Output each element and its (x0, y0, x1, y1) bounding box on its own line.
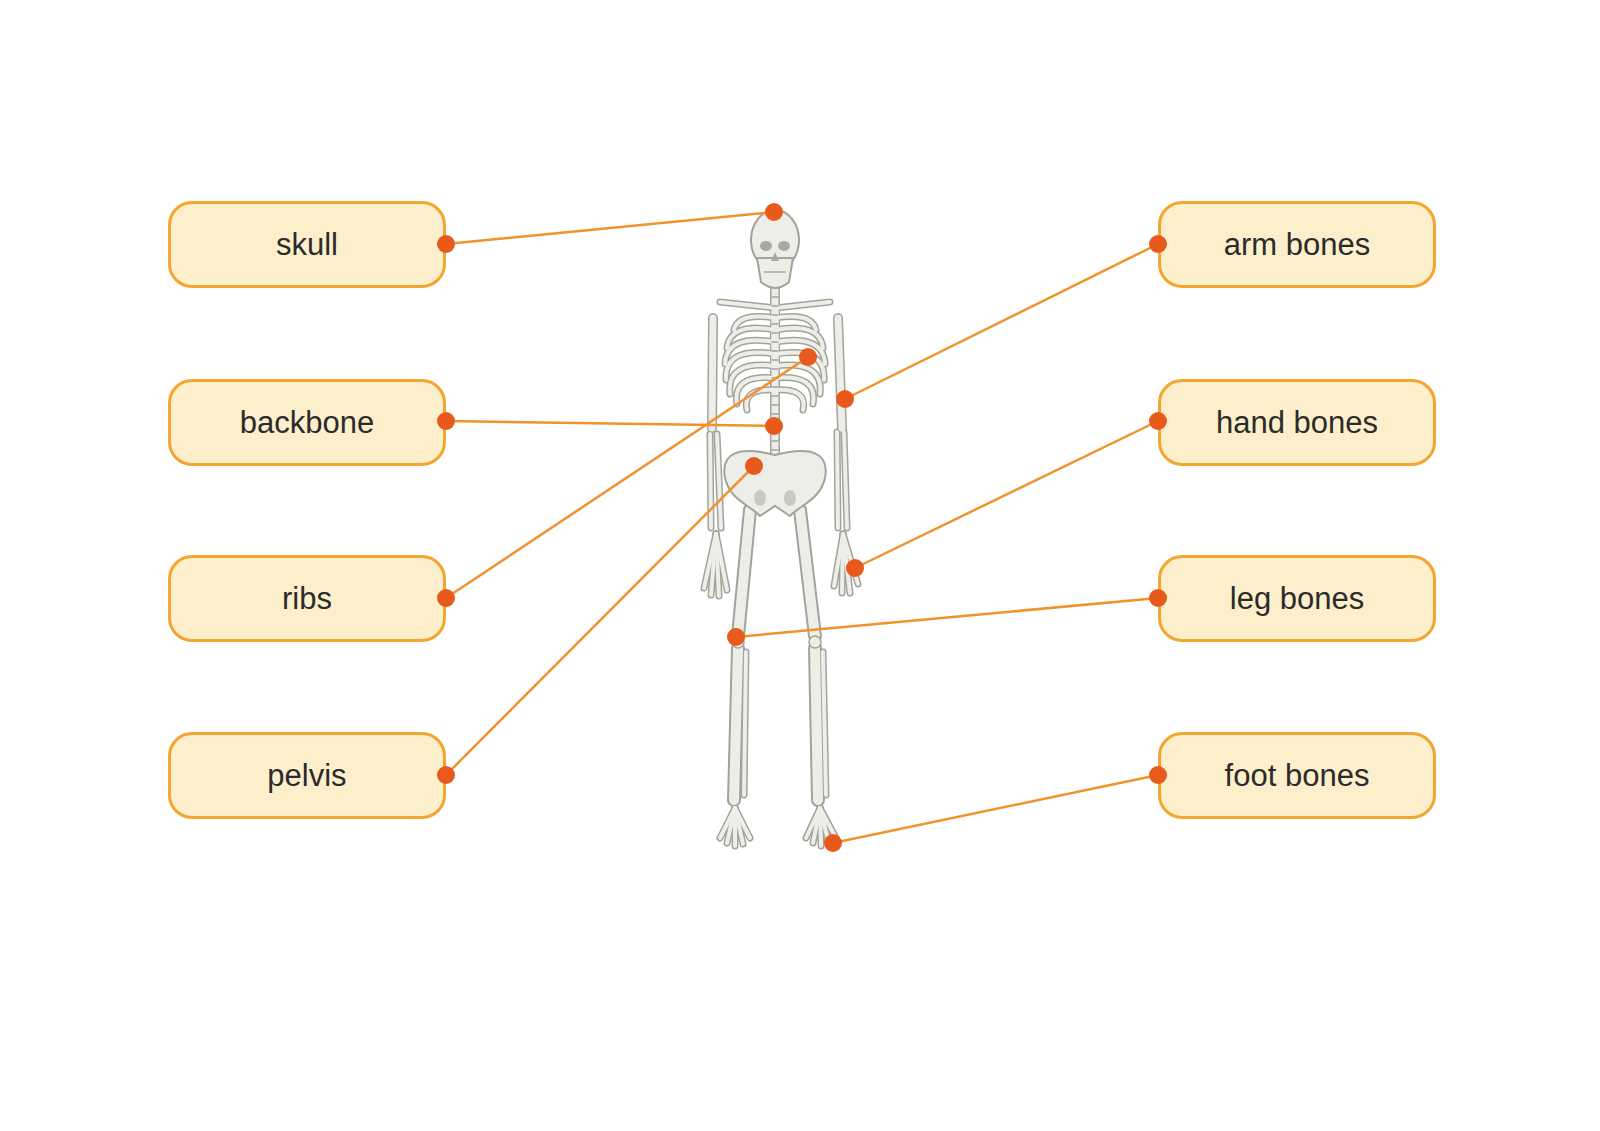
leader-line (446, 421, 774, 426)
leader-line (833, 775, 1158, 843)
box-edge-dot (1149, 766, 1167, 784)
part-name: skull (276, 226, 338, 263)
leader-line (446, 357, 808, 598)
bone-fills (704, 290, 858, 846)
target-dot (745, 457, 763, 475)
bone-outlines (704, 290, 858, 846)
target-dot (727, 628, 745, 646)
kneecap (732, 636, 744, 648)
teeth-line (764, 271, 786, 273)
label-box: hand bones (1158, 379, 1436, 466)
label-box: leg bones (1158, 555, 1436, 642)
target-dot (846, 559, 864, 577)
target-dot (765, 417, 783, 435)
label-box: arm bones (1158, 201, 1436, 288)
leader-line (736, 598, 1158, 637)
eye-socket (778, 241, 790, 251)
box-edge-dot (437, 235, 455, 253)
part-name: ribs (282, 580, 332, 617)
pelvis-hole (784, 490, 796, 506)
eye-socket (760, 241, 772, 251)
label-box: skull (168, 201, 446, 288)
leader-line (446, 466, 754, 775)
label-box: pelvis (168, 732, 446, 819)
target-dot (824, 834, 842, 852)
label-box: foot bones (1158, 732, 1436, 819)
edge-dot-group (437, 235, 1167, 784)
pelvis-hole (754, 490, 766, 506)
leader-line (446, 212, 774, 244)
nose-hole (771, 252, 779, 261)
box-edge-dot (1149, 412, 1167, 430)
part-name: hand bones (1216, 404, 1378, 441)
label-box: ribs (168, 555, 446, 642)
part-name: arm bones (1224, 226, 1370, 263)
box-edge-dot (1149, 589, 1167, 607)
leader-line (855, 421, 1158, 568)
box-edge-dot (437, 412, 455, 430)
label-box: backbone (168, 379, 446, 466)
part-name: backbone (240, 404, 374, 441)
part-name: leg bones (1230, 580, 1364, 617)
target-dot (799, 348, 817, 366)
part-name: pelvis (267, 757, 346, 794)
target-dot (765, 203, 783, 221)
box-edge-dot (1149, 235, 1167, 253)
leader-line (845, 244, 1158, 399)
thin-bone (704, 302, 858, 846)
pelvis-bone (724, 451, 826, 516)
thin-bone-outline (704, 302, 858, 846)
target-dots (727, 203, 864, 852)
target-dot (836, 390, 854, 408)
box-edge-dot (437, 766, 455, 784)
leader-line-group (446, 212, 1158, 843)
jaw (757, 258, 793, 288)
part-name: foot bones (1225, 757, 1370, 794)
box-edge-dot (437, 589, 455, 607)
kneecap (809, 636, 821, 648)
